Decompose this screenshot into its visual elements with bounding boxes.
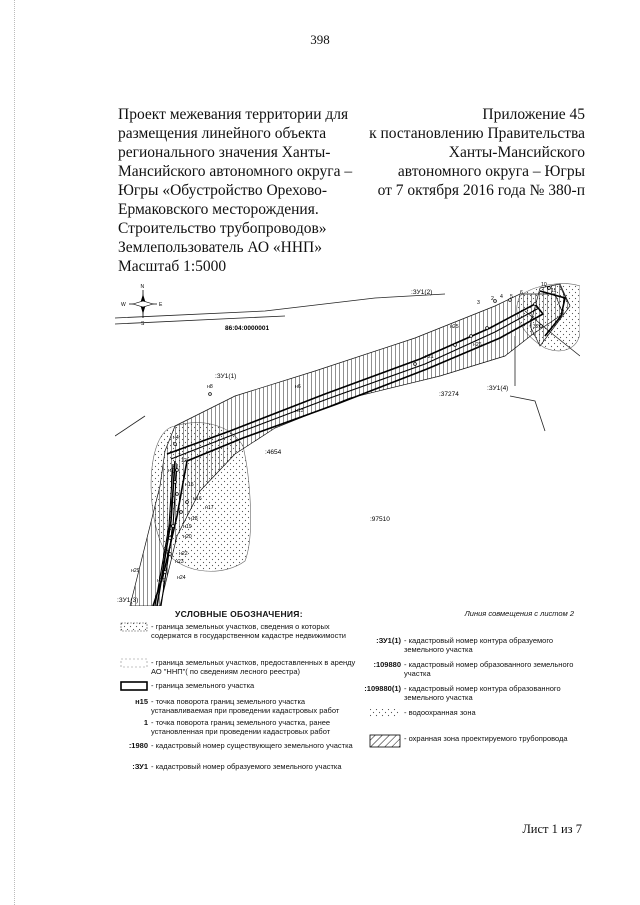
legend-match-line: Линия совмещения с листом 2 (464, 609, 574, 618)
point-n19: н19 (183, 524, 192, 530)
contour-existing-symbol: :109880(1) (364, 684, 401, 693)
compass-rose-icon: N S W E (121, 284, 163, 327)
point-n26: н26 (473, 342, 482, 348)
point-n17: н17 (205, 505, 214, 511)
label-zu1-1: :ЗУ1(1) (215, 373, 236, 380)
point-n22: н22 (179, 551, 188, 557)
label-37274: :37274 (439, 391, 459, 398)
point-1: 1 (178, 450, 181, 456)
point-n13: н13 (295, 408, 304, 414)
label-zu1-2: :ЗУ1(2) (411, 289, 432, 296)
point-n23: н23 (175, 559, 184, 565)
binding-margin-dots (14, 0, 16, 905)
point-5: 5 (510, 294, 513, 300)
page-number: 398 (310, 32, 330, 47)
label-4654: :4654 (265, 449, 282, 456)
legend-formed-existing: :109880 - кадастровый номер образованног… (373, 660, 574, 678)
compass-north: N (141, 284, 145, 290)
existing-number-symbol: :1980 (128, 741, 148, 750)
legend-lease-boundary: - граница земельных участков, предоставл… (118, 658, 358, 676)
turning-points (163, 286, 551, 574)
legend-existing-number: :1980 - кадастровый номер существующего … (128, 741, 353, 750)
point-n8: н8 (207, 384, 213, 390)
water-zone-icon (370, 709, 400, 717)
point-n30: н30 (157, 578, 166, 584)
point-3: 3 (477, 300, 480, 306)
point-n21: н21 (425, 354, 434, 360)
cadastral-quarter-label: 86:04:0000001 (225, 325, 269, 332)
point-n29: н29 (131, 568, 140, 574)
point-n4: н4 (173, 435, 179, 441)
legend-water-zone: - водоохранная зона (363, 708, 578, 718)
legend-gkn-boundary: - граница земельных участков, сведения о… (118, 622, 358, 640)
legend-new-point: н15 - точка поворота границ земельного у… (135, 697, 340, 715)
label-zu1-4: :ЗУ1(4) (487, 385, 508, 392)
lease-boundary-icon (120, 658, 148, 668)
point-n20: н20 (183, 534, 192, 540)
point-32: 32 (533, 324, 539, 330)
legend-formed-number: :ЗУ1 - кадастровый номер образуемого зем… (132, 762, 342, 771)
legend-old-point: 1 - точка поворота границ земельного уча… (143, 718, 331, 736)
legend-parcel-boundary: - граница земельного участка (118, 681, 358, 691)
legend-pipeline-zone: - охранная зона проектируемого трубопров… (363, 734, 578, 748)
map-legend: УСЛОВНЫЕ ОБОЗНАЧЕНИЯ: Линия совмещения с… (115, 606, 580, 796)
point-4: 4 (500, 294, 503, 300)
project-title: Проект межевания территории для размещен… (118, 106, 353, 275)
formed-number-symbol: :ЗУ1 (132, 762, 148, 771)
legend-title: УСЛОВНЫЕ ОБОЗНАЧЕНИЯ: (175, 609, 303, 619)
gkn-boundary-icon (120, 622, 148, 632)
point-6: 6 (520, 290, 523, 296)
sheet-number: Лист 1 из 7 (522, 822, 582, 836)
parcel-labels: 86:04:0000001 :ЗУ1(1) :ЗУ1(2) :ЗУ1(3) :З… (117, 289, 508, 604)
label-zu1-3: :ЗУ1(3) (117, 597, 138, 604)
old-point-symbol: 1 (143, 718, 148, 727)
pipeline-zone-icon (369, 734, 401, 748)
parcel-boundary-icon (120, 681, 148, 691)
legend-contour-existing: :109880(1) - кадастровый номер контура о… (364, 684, 561, 702)
compass-south: S (141, 321, 145, 327)
compass-west: W (121, 302, 126, 308)
point-10: 10 (541, 282, 547, 288)
contour-formed-symbol: :ЗУ1(1) (376, 636, 401, 645)
pipeline-protection-zone (129, 283, 571, 606)
new-point-symbol: н15 (135, 697, 148, 706)
point-12: 12 (181, 458, 187, 464)
formed-existing-symbol: :109880 (373, 660, 401, 669)
label-97510: :97510 (370, 516, 390, 523)
point-labels: н4 н6 н7 н8 н13 н15 н16 н17 н18 н19 н20 … (131, 282, 556, 584)
point-n15: н15 (185, 482, 194, 488)
point-n6: н6 (295, 384, 301, 390)
point-n18: н18 (189, 516, 198, 522)
appendix-header: Приложение 45 к постановлению Правительс… (369, 106, 585, 199)
compass-east: E (159, 302, 163, 308)
point-n24: н24 (177, 575, 186, 581)
point-n16: н16 (193, 496, 202, 502)
cadastral-map: N S W E 86:04:0000001 :ЗУ1(1) :ЗУ1(2) :З… (115, 282, 580, 606)
point-n25: н25 (450, 324, 459, 330)
legend-contour-formed: :ЗУ1(1) - кадастровый номер контура обра… (376, 636, 554, 654)
point-11: 11 (551, 288, 556, 294)
point-2: 2 (491, 296, 494, 302)
point-n7: н7 (168, 468, 174, 474)
